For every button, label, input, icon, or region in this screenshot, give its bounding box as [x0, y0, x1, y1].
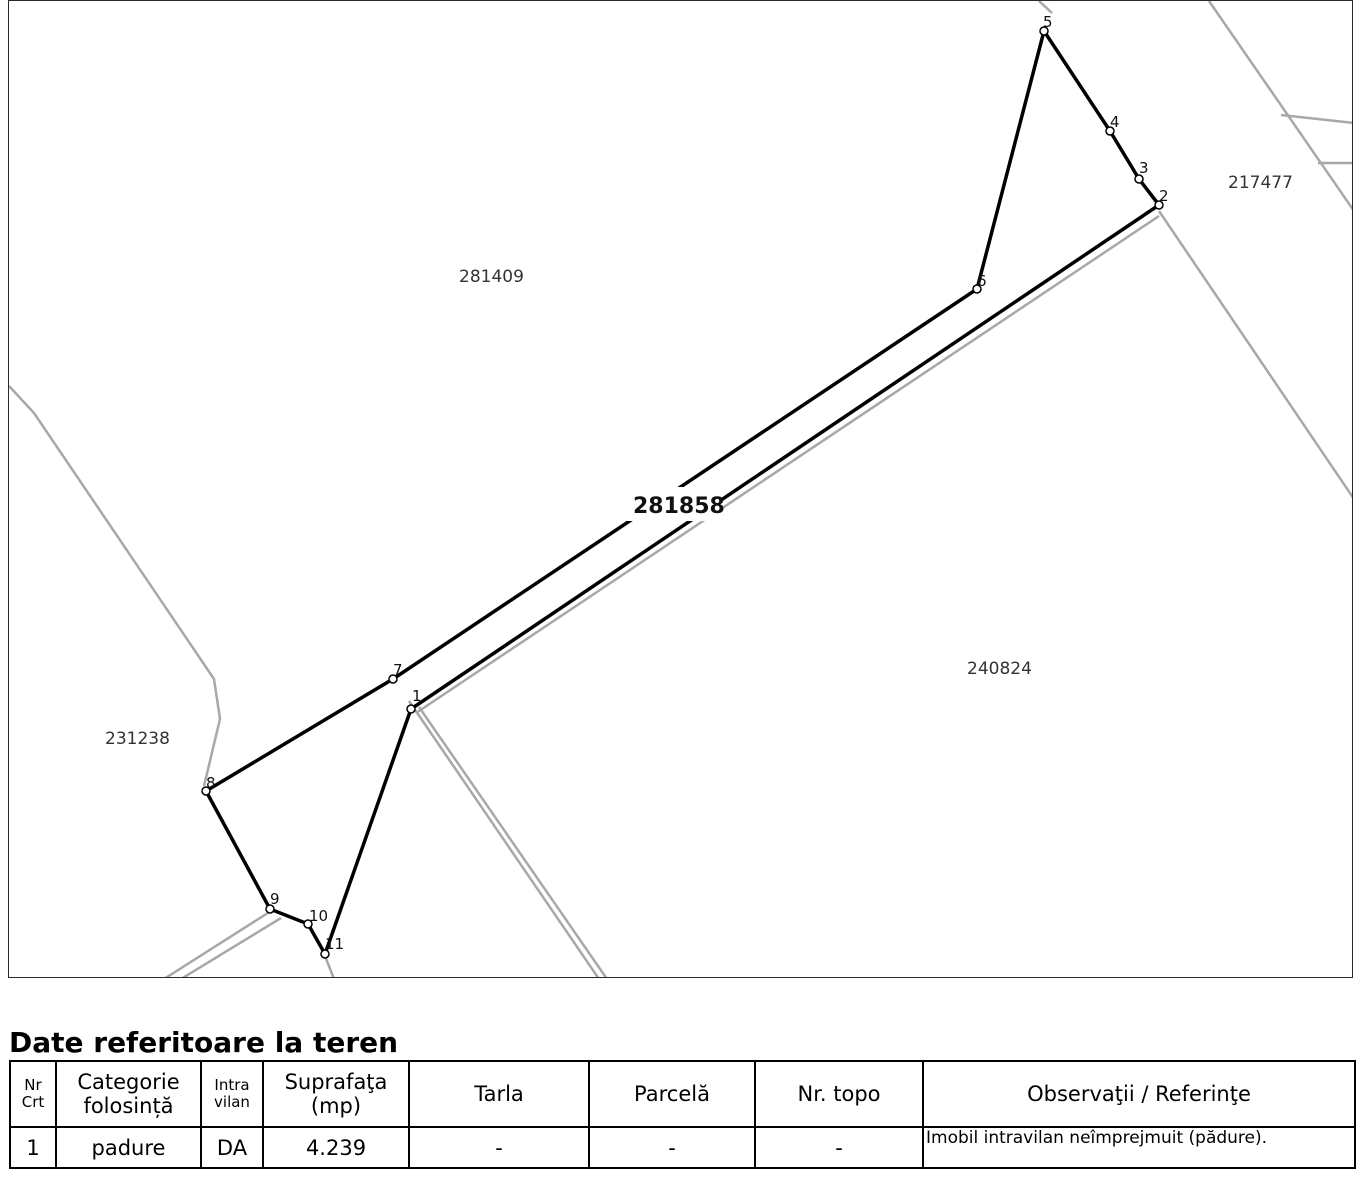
vertex-marker-6 — [972, 284, 982, 294]
subject-parcel-boundary — [204, 29, 1161, 956]
subject-label-backdrop — [627, 487, 721, 521]
cell-observatii: Imobil intravilan neîmprejmuit (pădure). — [922, 1126, 1356, 1169]
vertex-marker-9 — [265, 904, 275, 914]
east-line-1 — [1157, 210, 1352, 499]
land-data-table: Nr Crt Categorie folosință Intra vilan S… — [9, 1060, 1356, 1169]
ne-line-1 — [1207, 1, 1352, 211]
cell-suprafata: 4.239 — [262, 1126, 410, 1169]
vertex-marker-3 — [1134, 174, 1144, 184]
map-canvas: 1 2 3 4 5 6 7 8 9 10 11 281409 217477 24… — [9, 1, 1352, 977]
vertex-marker-11 — [320, 949, 330, 959]
cell-nr-topo: - — [754, 1126, 924, 1169]
vertex-number: 2 — [1159, 187, 1169, 205]
vertex-markers — [201, 26, 1164, 959]
parcel-label-west: 231238 — [105, 729, 170, 749]
cell-tarla: - — [408, 1126, 590, 1169]
vertex-marker-8 — [201, 786, 211, 796]
vertex-number: 3 — [1139, 159, 1149, 177]
south-11-line — [323, 955, 335, 977]
neighbor-boundaries — [9, 1, 1352, 977]
vertex-marker-4 — [1105, 126, 1115, 136]
subject-parcel-label: 281858 — [633, 494, 725, 519]
header-parcela: Parcelă — [588, 1060, 756, 1128]
vertex-number: 4 — [1110, 113, 1120, 131]
vertex-number: 6 — [977, 272, 987, 290]
vertex-number: 5 — [1043, 13, 1053, 31]
parcel-label-north: 281409 — [459, 267, 524, 287]
header-intravilan: Intra vilan — [200, 1060, 264, 1128]
cell-nr-crt: 1 — [9, 1126, 57, 1169]
header-tarla: Tarla — [408, 1060, 590, 1128]
table-header-row: Nr Crt Categorie folosință Intra vilan S… — [9, 1060, 1356, 1128]
vertex-number: 10 — [309, 907, 328, 925]
vertex-marker-2 — [1154, 200, 1164, 210]
sw-road-line-1 — [164, 909, 272, 977]
sw-road-line-2 — [181, 916, 282, 977]
vertex-number: 8 — [206, 774, 216, 792]
cell-intravilan: DA — [200, 1126, 264, 1169]
header-nr-crt: Nr Crt — [9, 1060, 57, 1128]
vertex-marker-7 — [388, 674, 398, 684]
header-observatii: Observaţii / Referinţe — [922, 1060, 1356, 1128]
vertex-marker-1 — [406, 704, 416, 714]
table-row: 1 padure DA 4.239 - - - Imobil intravila… — [9, 1126, 1356, 1169]
cell-parcela: - — [588, 1126, 756, 1169]
vertex-marker-5 — [1039, 26, 1049, 36]
west-neighbor-line — [9, 385, 222, 787]
south-line — [407, 700, 600, 977]
vertex-number: 11 — [325, 935, 344, 953]
vertex-number: 7 — [393, 661, 403, 679]
header-nr-topo: Nr. topo — [754, 1060, 924, 1128]
cell-categorie: padure — [55, 1126, 202, 1169]
cadastral-map: 1 2 3 4 5 6 7 8 9 10 11 281409 217477 24… — [8, 0, 1353, 978]
header-suprafata: Suprafaţa (mp) — [262, 1060, 410, 1128]
parcel-label-south: 240824 — [967, 659, 1032, 679]
section-title: Date referitoare la teren — [9, 1026, 399, 1059]
vertex-number: 9 — [270, 890, 280, 908]
south-subject-shadow — [415, 214, 1160, 715]
south-line-2 — [417, 706, 608, 977]
vertex-number: 1 — [412, 687, 422, 705]
parcel-label-east: 217477 — [1228, 173, 1293, 193]
east-line-2 — [1038, 1, 1053, 14]
vertex-marker-10 — [303, 919, 313, 929]
header-categorie: Categorie folosință — [55, 1060, 202, 1128]
ne-line-2 — [1280, 113, 1352, 125]
